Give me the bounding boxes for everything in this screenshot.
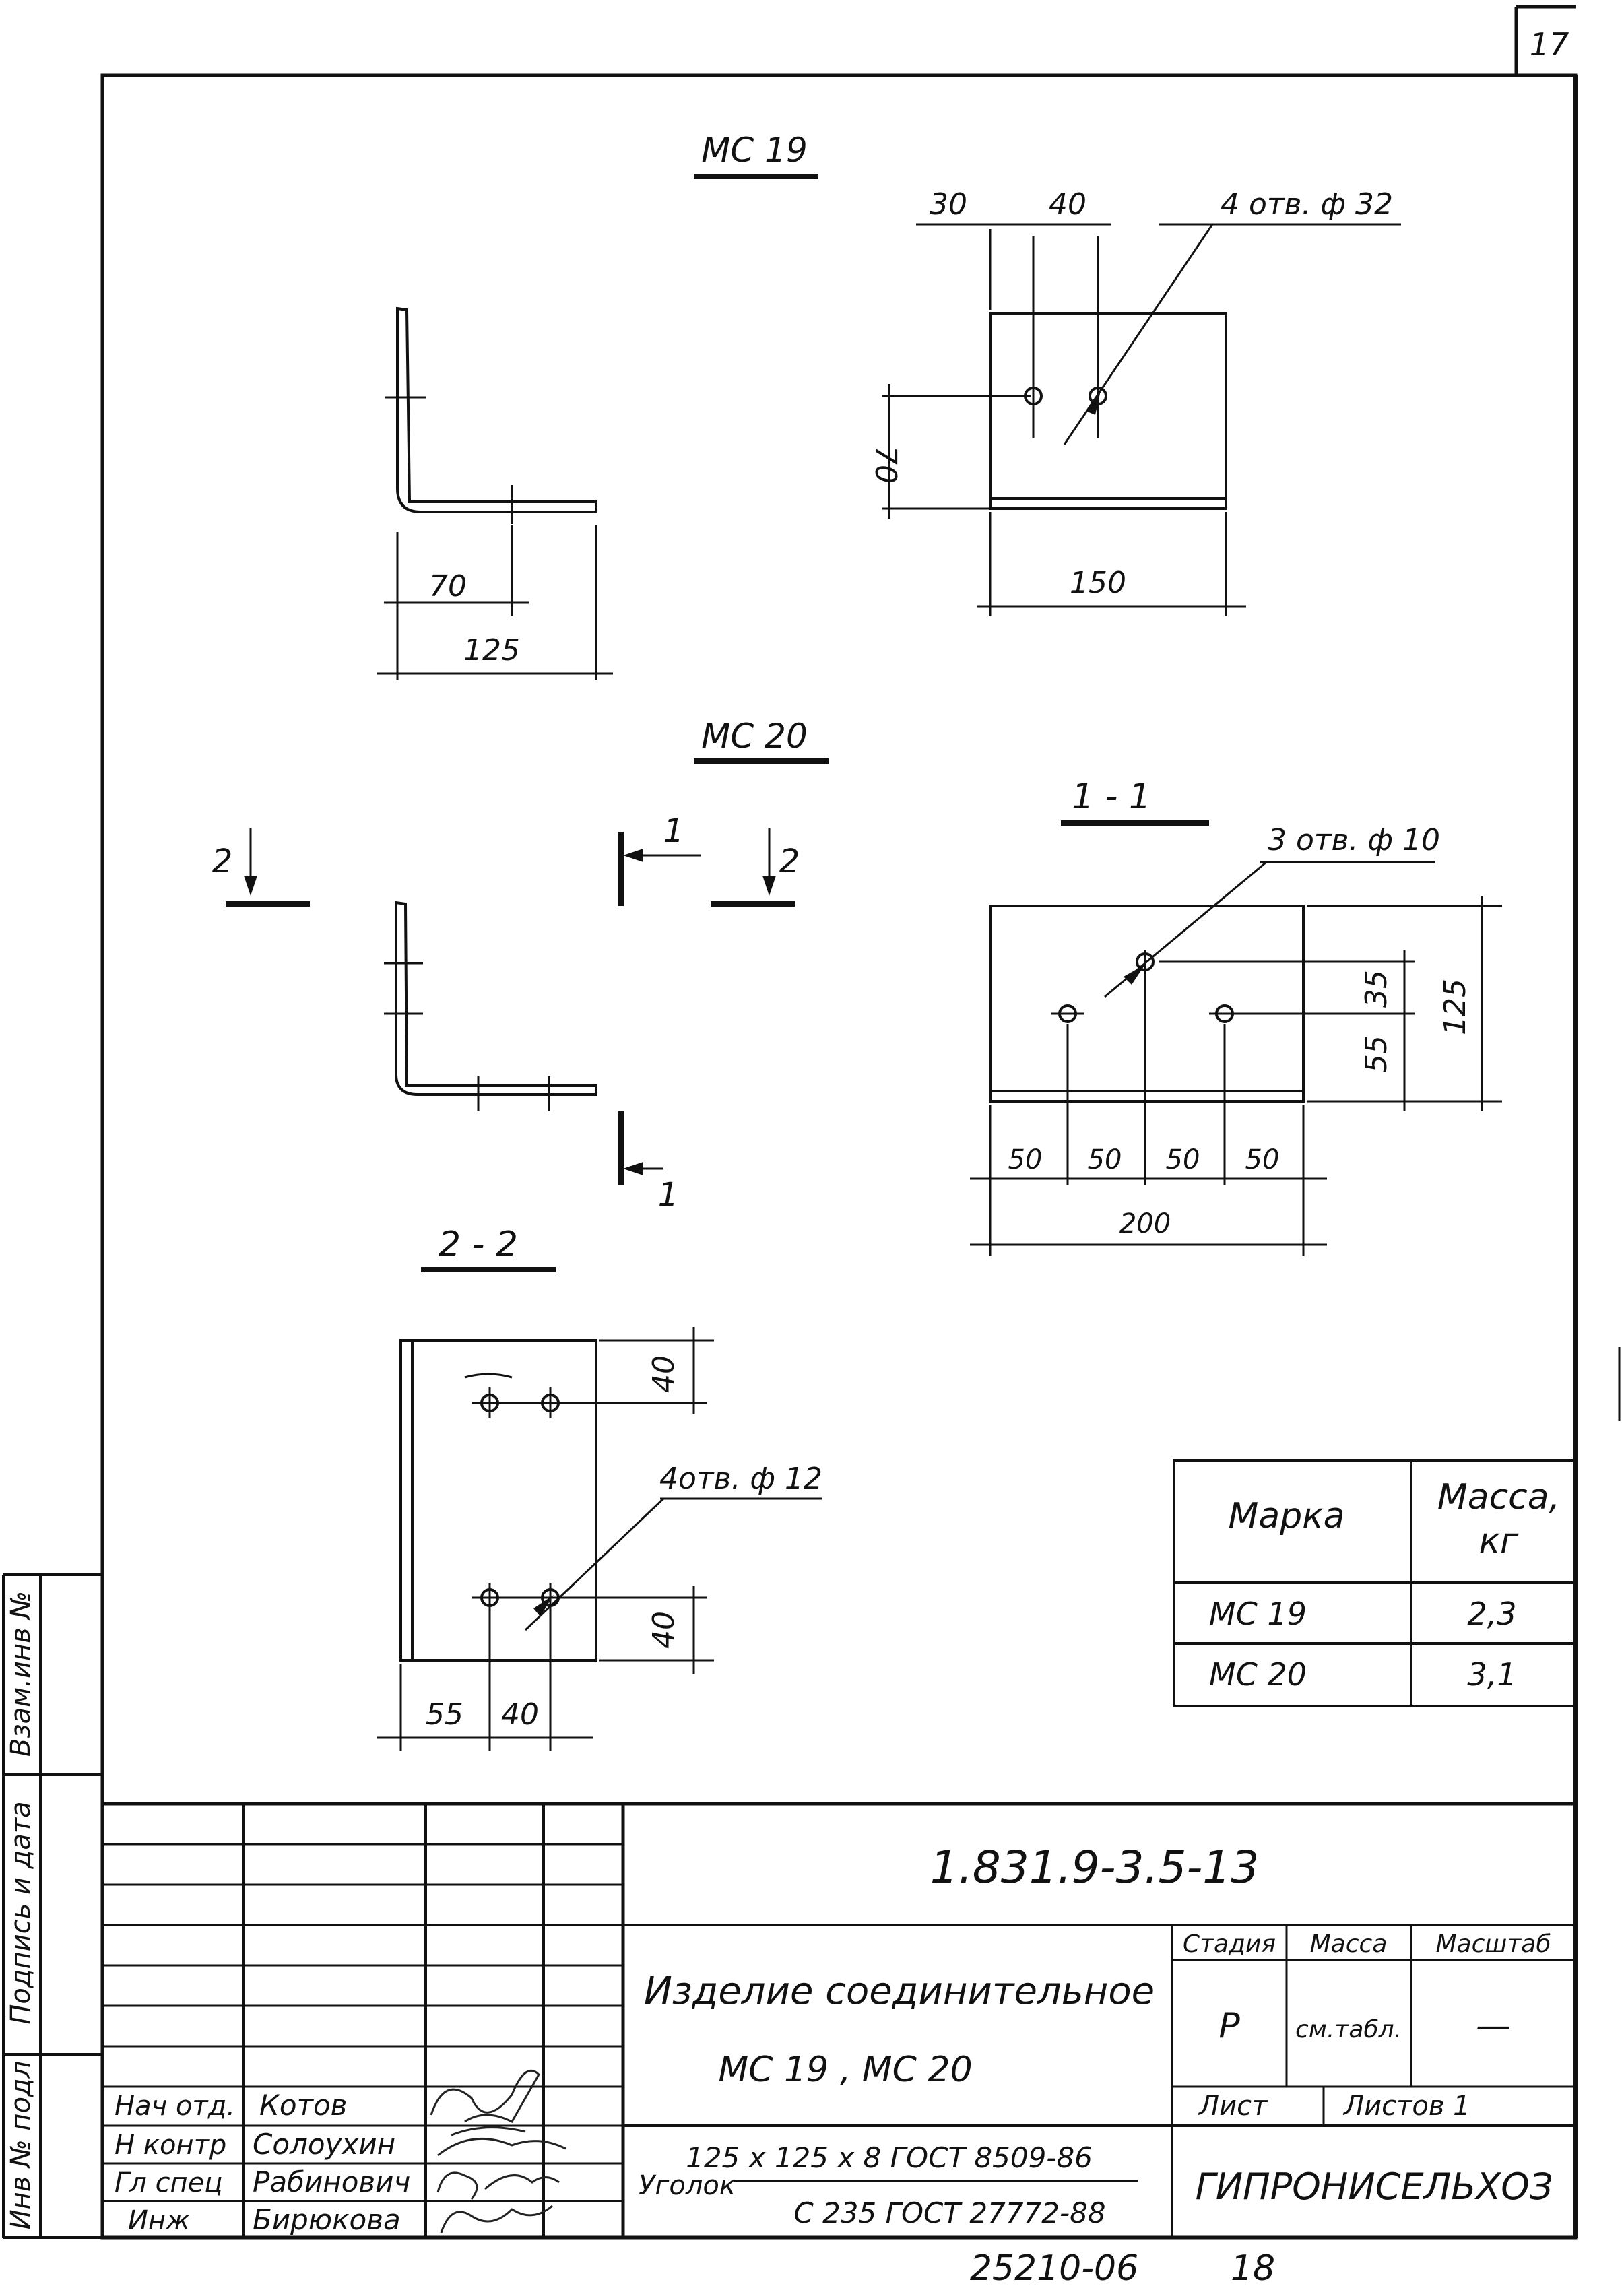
section-2-2-drawing: 2 - 2 40 40 4отв. ф 12 55 40 <box>377 1224 822 1751</box>
section-mark-2-right: 2 <box>779 843 800 880</box>
material-prefix: Уголок <box>639 2170 736 2201</box>
section-1-1-drawing: 1 - 1 3 отв. ф 10 35 55 125 50 50 50 <box>970 777 1502 1256</box>
signature-4 <box>440 2205 553 2233</box>
staff-role-3: Гл спец <box>115 2167 223 2198</box>
mc19-dim-40: 40 <box>1049 187 1086 222</box>
mc19-dim-150: 150 <box>1070 566 1126 600</box>
title-block: Нач отд. Котов Н контр Солоухин Гл спец … <box>102 1802 1576 2238</box>
page-number: 18 <box>1231 2248 1275 2286</box>
sheet-label: Лист <box>1198 2091 1268 2122</box>
staff-name-4: Бирюкова <box>253 2203 401 2236</box>
section-1-1-dim-50-b: 50 <box>1088 1144 1122 1175</box>
scale-value: — <box>1476 2006 1511 2046</box>
section-2-2-holes-label: 4отв. ф 12 <box>659 1462 822 1496</box>
staff-role-2: Н контр <box>115 2130 226 2161</box>
mc20-title: МС 20 <box>701 717 808 756</box>
staff-name-3: Рабинович <box>253 2165 410 2198</box>
section-1-1-title: 1 - 1 <box>1072 777 1151 817</box>
product-name-line-1: Изделие соединительное <box>644 1969 1155 2013</box>
mass-label: Масса <box>1310 1930 1388 1958</box>
mass-table-header-mark: Марка <box>1228 1496 1344 1536</box>
mass-table-mark-2: МС 20 <box>1209 1656 1307 1693</box>
section-1-1-dim-55: 55 <box>1359 1035 1394 1073</box>
staff-name-1: Котов <box>259 2089 347 2122</box>
document-code: 1.831.9-3.5-13 <box>930 1841 1260 1893</box>
section-mark-1-top: 1 <box>663 812 684 850</box>
sheet-frame <box>100 5 1621 2240</box>
section-1-1-holes-label: 3 отв. ф 10 <box>1268 823 1440 857</box>
mc19-holes-label: 4 отв. ф 32 <box>1221 187 1393 222</box>
side-stamp-inv: Инв № подл <box>5 2061 36 2230</box>
product-name-line-2: МС 19 , МС 20 <box>718 2050 972 2090</box>
side-stamp-replace: Взам.инв № <box>5 1591 36 1757</box>
section-1-1-dim-50-c: 50 <box>1166 1144 1200 1175</box>
staff-role-1: Нач отд. <box>115 2091 235 2122</box>
mc19-drawing: МС 19 70 125 30 40 4 отв. ф 32 70 <box>377 131 1401 680</box>
stage-value: Р <box>1219 2006 1240 2046</box>
staff-role-4: Инж <box>128 2205 190 2236</box>
mc19-title: МС 19 <box>701 131 808 170</box>
mc19-dim-125: 125 <box>463 633 520 667</box>
mass-table-header-unit: кг <box>1479 1521 1519 1561</box>
mass-table-mass-1: 2,3 <box>1467 1596 1516 1632</box>
side-stamp: Взам.инв № Подпись и дата Инв № подл <box>2 1573 102 2239</box>
signature-3 <box>436 2171 560 2200</box>
section-2-2-dim-55: 55 <box>426 1697 463 1732</box>
section-2-2-title: 2 - 2 <box>439 1224 518 1265</box>
mass-table-mark-1: МС 19 <box>1209 1596 1307 1632</box>
mass-table: Марка Масса, кг МС 19 2,3 МС 20 3,1 <box>1173 1459 1577 1707</box>
material-line-1: 125 x 125 x 8 ГОСТ 8509-86 <box>686 2141 1093 2174</box>
top-sheet-number: 17 <box>1530 26 1569 63</box>
side-stamp-sign-date: Подпись и дата <box>5 1801 36 2024</box>
section-1-1-dim-35: 35 <box>1359 970 1394 1008</box>
section-2-2-dim-40-top: 40 <box>647 1355 681 1393</box>
mc19-dim-30: 30 <box>930 187 967 222</box>
mass-table-mass-2: 3,1 <box>1467 1656 1516 1693</box>
section-1-1-dim-200: 200 <box>1119 1208 1171 1239</box>
material-line-2: С 235 ГОСТ 27772-88 <box>793 2196 1105 2229</box>
archive-number: 25210-06 <box>970 2248 1138 2286</box>
signature-1 <box>430 2069 540 2123</box>
section-1-1-dim-50-a: 50 <box>1008 1144 1043 1175</box>
organization-name: ГИПРОНИСЕЛЬХОЗ <box>1196 2165 1553 2208</box>
staff-name-2: Солоухин <box>253 2128 395 2161</box>
section-2-2-dim-40-horizontal: 40 <box>501 1697 539 1732</box>
section-mark-2-left: 2 <box>212 843 233 880</box>
section-mark-1-bottom: 1 <box>658 1176 679 1214</box>
section-1-1-dim-125: 125 <box>1438 979 1472 1035</box>
mass-table-header-mass: Масса, <box>1437 1477 1560 1517</box>
scale-label: Масштаб <box>1435 1930 1551 1958</box>
mc20-drawing: МС 20 2 2 1 1 <box>212 717 829 1214</box>
sheets-count-label: Листов 1 <box>1342 2091 1470 2122</box>
mc19-dim-70-vertical: 70 <box>868 446 903 484</box>
stage-label: Стадия <box>1183 1930 1276 1958</box>
mc19-dim-70: 70 <box>429 569 467 603</box>
section-2-2-dim-40-bottom: 40 <box>647 1611 681 1649</box>
mass-value: см.табл. <box>1295 2016 1402 2044</box>
signature-2 <box>437 2126 566 2157</box>
section-1-1-dim-50-d: 50 <box>1245 1144 1280 1175</box>
